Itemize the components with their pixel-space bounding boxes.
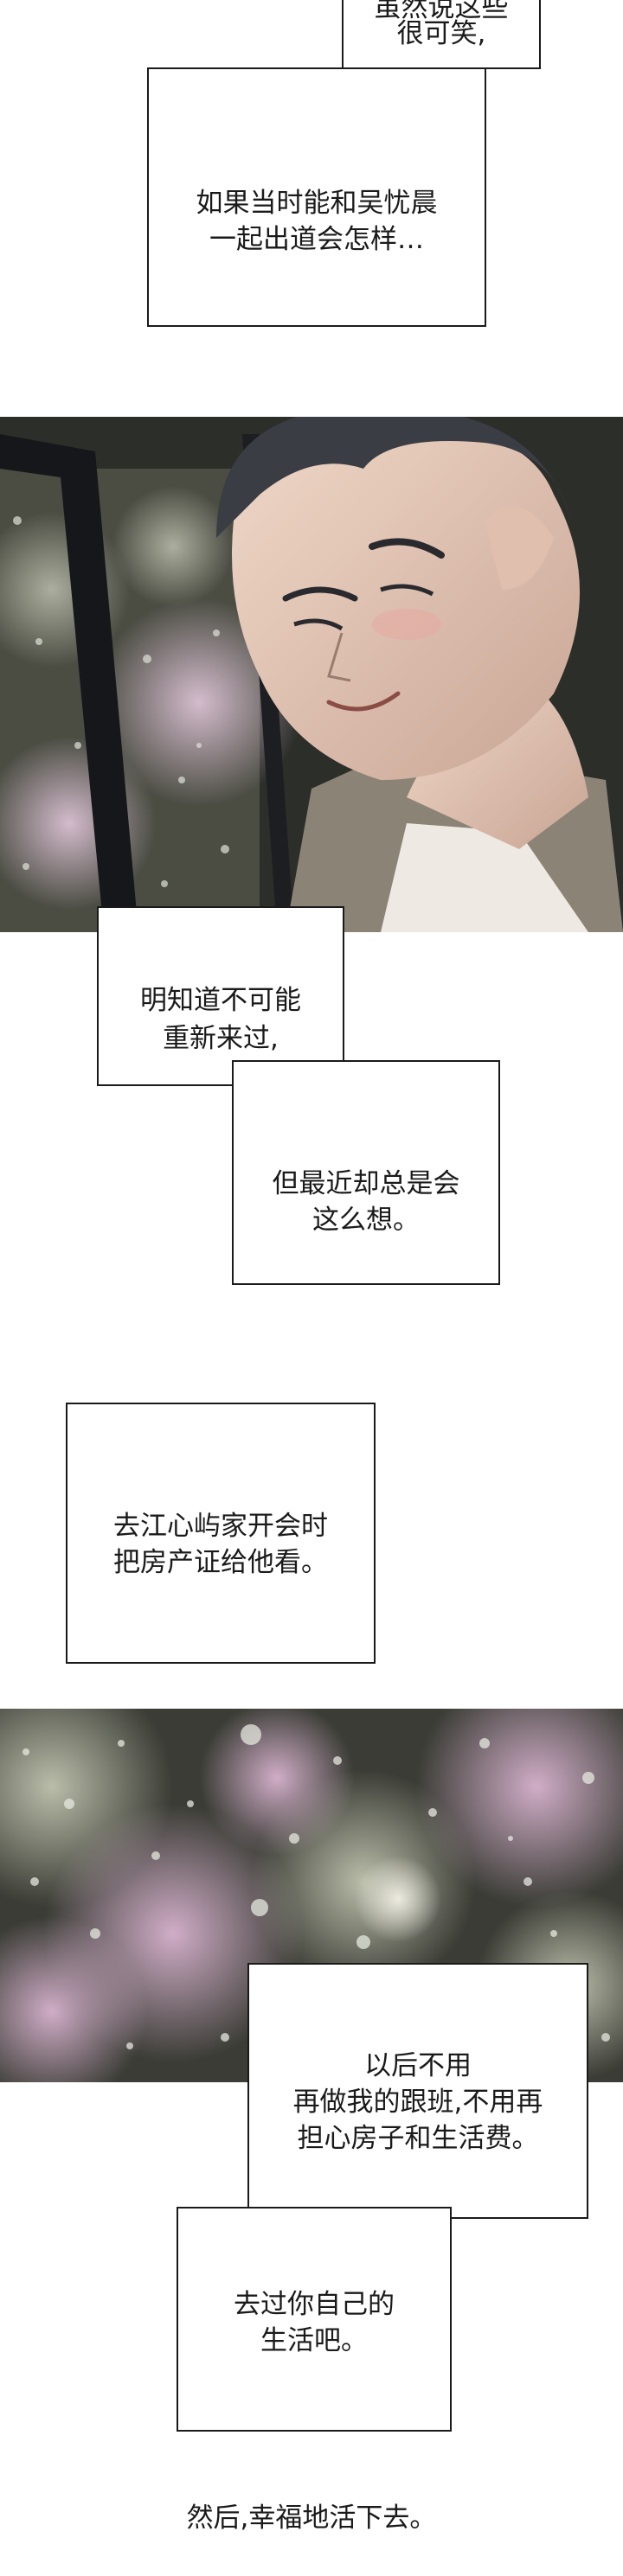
caption-text: 但最近却总是会 (272, 1168, 460, 1199)
caption-box-no-more: 以后不用 再做我的跟班,不用再 担心房子和生活费。 (247, 1963, 588, 2219)
caption-text: 明知道不可能 (140, 985, 301, 1016)
caption-text: 以后不用 (364, 2050, 472, 2081)
caption-text: 把房产证给他看。 (113, 1547, 328, 1578)
caption-text: 很可笑, (396, 18, 486, 49)
caption-text: 再做我的跟班,不用再 (292, 2087, 543, 2118)
caption-box-top: 虽然说这些 很可笑, (342, 0, 541, 69)
panel-illustration (0, 417, 623, 932)
caption-text: 担心房子和生活费。 (297, 2123, 539, 2154)
caption-text: 去过你自己的 (234, 2289, 395, 2320)
caption-box-plan: 去江心屿家开会时 把房产证给他看。 (66, 1403, 376, 1664)
caption-text: 如果当时能和吴忧晨 (196, 188, 438, 219)
caption-box-recently: 但最近却总是会 这么想。 (232, 1060, 500, 1285)
caption-box-wish: 如果当时能和吴忧晨 一起出道会怎样… (147, 67, 486, 327)
final-caption: 然后,幸福地活下去。 (186, 2502, 437, 2534)
caption-text: 去江心屿家开会时 (113, 1511, 328, 1542)
caption-box-live: 去过你自己的 生活吧。 (177, 2207, 452, 2432)
caption-box-knowing: 明知道不可能 重新来过, (97, 906, 344, 1086)
caption-text: 重新来过, (163, 1023, 279, 1054)
panel-man-in-car (0, 417, 623, 932)
caption-text: 生活吧。 (260, 2325, 368, 2356)
caption-text: 这么想。 (312, 1205, 420, 1236)
caption-text: 一起出道会怎样… (209, 224, 424, 255)
caption-text: 虽然说这些 (374, 0, 509, 23)
